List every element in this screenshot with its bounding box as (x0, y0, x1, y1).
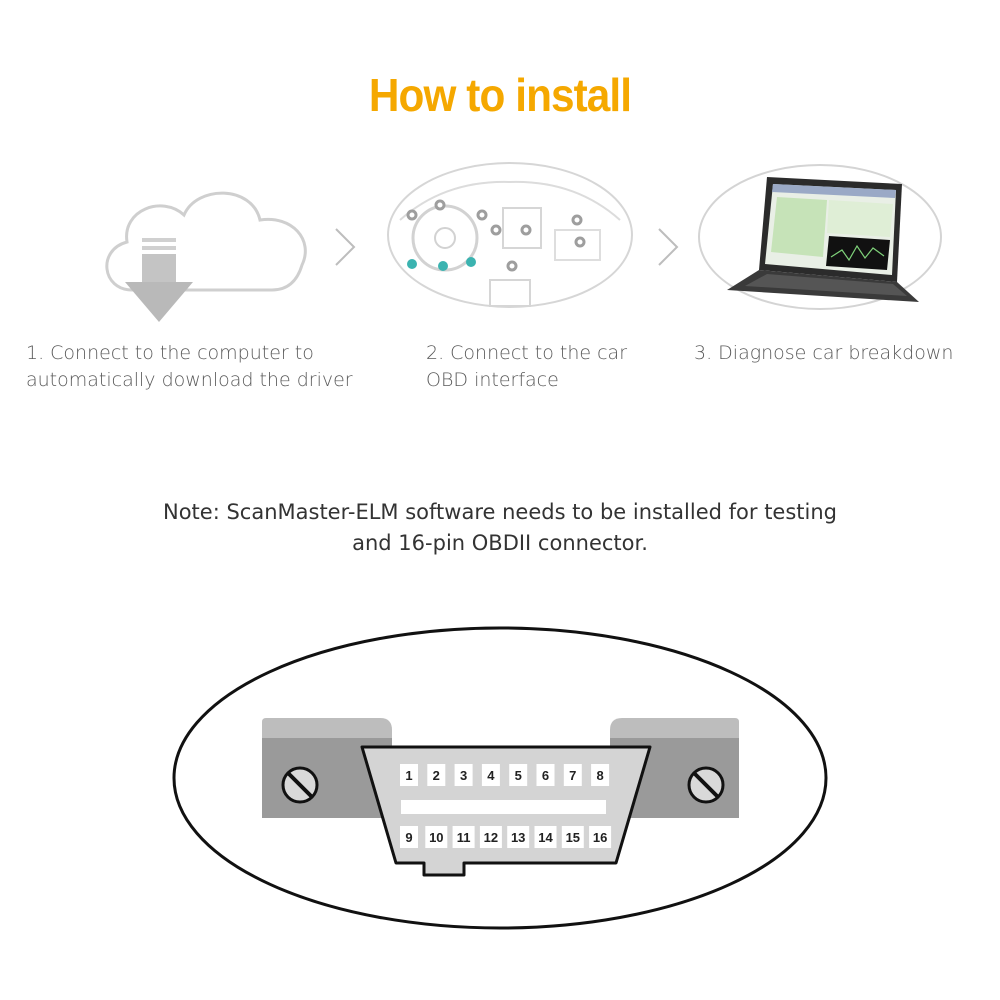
pin-box-7 (563, 764, 582, 786)
left-mount-tab (262, 718, 392, 738)
pin-label-10: 10 (429, 830, 443, 845)
chevron-right-icon (658, 228, 679, 266)
pin-label-14: 14 (538, 830, 553, 845)
pins-bottom-row: 9 10 11 12 13 14 15 16 (400, 826, 612, 848)
pin-label-16: 16 (593, 830, 607, 845)
chevron-right-icon (335, 228, 356, 266)
pin-label-9: 9 (405, 830, 412, 845)
note-line-1: Note: ScanMaster-ELM software needs to b… (163, 500, 837, 524)
pin-box-8 (591, 764, 610, 786)
pin-box-15 (561, 826, 584, 848)
pin-box-3 (454, 764, 473, 786)
right-mount-tab (610, 718, 739, 738)
pin-box-13 (507, 826, 530, 848)
step-3-caption: 3. Diagnose car breakdown (694, 340, 953, 367)
pin-box-11 (452, 826, 475, 848)
pin-box-14 (534, 826, 557, 848)
pins-top-row: 1 2 3 4 5 6 7 8 (400, 764, 610, 786)
note-line-2: and 16-pin OBDII connector. (352, 531, 648, 555)
pin-label-13: 13 (511, 830, 525, 845)
step-2-line-2: OBD interface (426, 369, 559, 391)
pin-label-2: 2 (433, 768, 440, 783)
pin-box-1 (400, 764, 418, 786)
car-dashboard-icon (387, 162, 633, 308)
pin-box-5 (509, 764, 528, 786)
pin-box-12 (479, 826, 502, 848)
pin-label-1: 1 (405, 768, 412, 783)
pin-box-4 (481, 764, 500, 786)
install-note: Note: ScanMaster-ELM software needs to b… (0, 497, 1000, 559)
step-1-line-1: 1. Connect to the computer to (26, 342, 314, 364)
laptop-icon (698, 164, 942, 310)
pin-label-12: 12 (484, 830, 498, 845)
step-3-line-1: 3. Diagnose car breakdown (694, 342, 954, 364)
step-1-line-2: automatically download the driver (26, 369, 353, 391)
pin-label-5: 5 (515, 768, 522, 783)
right-screw-icon (687, 766, 725, 804)
pin-label-15: 15 (566, 830, 580, 845)
pin-label-8: 8 (596, 768, 603, 783)
pin-box-9 (400, 826, 418, 848)
step-2-line-1: 2. Connect to the car (426, 342, 628, 364)
step-1-caption: 1. Connect to the computer to automatica… (26, 340, 353, 394)
pin-box-10 (425, 826, 448, 848)
left-screw-icon (281, 766, 319, 804)
page-title: How to install (368, 69, 632, 121)
pin-label-3: 3 (460, 768, 467, 783)
pin-label-6: 6 (542, 768, 549, 783)
pin-box-16 (589, 826, 612, 848)
pin-box-2 (427, 764, 446, 786)
cloud-download-icon (105, 191, 307, 322)
pin-label-11: 11 (457, 830, 471, 845)
pin-label-7: 7 (569, 768, 576, 783)
connector-center-slot (401, 800, 606, 814)
step-2-caption: 2. Connect to the car OBD interface (426, 340, 627, 394)
pin-box-6 (536, 764, 555, 786)
pin-label-4: 4 (487, 768, 495, 783)
